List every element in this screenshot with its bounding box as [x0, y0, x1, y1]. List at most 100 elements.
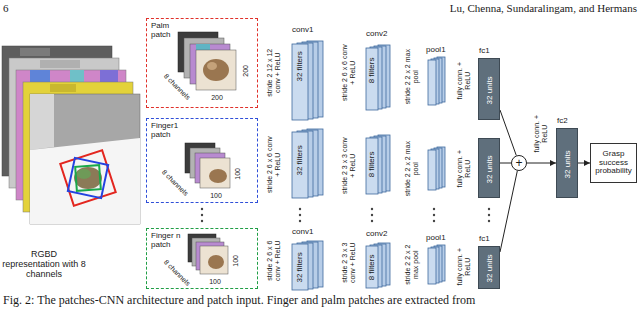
layer-name: conv1 — [292, 228, 334, 237]
ellipsis-dots — [201, 208, 490, 222]
rgbd-stack — [30, 94, 140, 224]
op-label: fully conn. + ReLU — [456, 140, 471, 196]
unit-count: 32 units — [564, 150, 573, 178]
layer-name: fc1 — [479, 235, 509, 244]
patch-size: 100 — [201, 192, 231, 200]
rgbd-stack — [2, 46, 140, 224]
finger-patch-image — [200, 158, 230, 188]
sum-node: + — [511, 155, 527, 171]
layer-name: pool1 — [426, 46, 456, 55]
ellipsis-dots — [299, 220, 301, 222]
ellipsis-dots — [488, 208, 490, 210]
running-head: Lu, Chenna, Sundaralingam, and Hermans — [330, 2, 637, 14]
unit-count: 32 units — [486, 76, 495, 104]
patch-box: Palm patch 8 channels 200 200 — [146, 18, 258, 108]
layer-name: conv1 — [292, 26, 334, 35]
finger-patch-image — [200, 246, 228, 274]
op-label: stride 2 3 x 3 conv + ReLU — [341, 135, 356, 195]
pool-slabs — [428, 60, 436, 105]
op-label: stride 2 6 x 6 conv + ReLU — [266, 134, 281, 194]
channel-count: 8 channels — [162, 258, 191, 287]
connector-line — [500, 163, 511, 164]
ellipsis-dots — [433, 220, 435, 222]
rgbd-stack — [50, 84, 76, 92]
ellipsis-dots — [299, 214, 301, 216]
rgbd-stack — [60, 150, 115, 205]
ellipsis-dots — [433, 208, 435, 210]
fc-layer: fc132 units — [478, 246, 500, 289]
ellipsis-dots — [371, 214, 373, 216]
filter-count: 8 filters — [368, 57, 377, 83]
filter-count: 32 filters — [296, 252, 305, 282]
op-label: stride 2 2 x 2 max pool — [404, 139, 419, 197]
pool-slabs — [428, 248, 436, 284]
patch-size: 200 — [242, 65, 250, 77]
pool-slabs — [428, 150, 436, 190]
layer-name: conv2 — [366, 230, 398, 239]
finger-patch-image — [185, 143, 230, 188]
conv-layer: conv2 8 filters — [364, 30, 398, 116]
filter-count: 32 filters — [296, 145, 305, 175]
patch-size: 100 — [232, 255, 240, 267]
unit-count: 32 units — [486, 155, 495, 183]
rgbd-stack — [68, 158, 108, 198]
connector-line — [578, 163, 590, 164]
filter-count: 32 filters — [296, 51, 305, 81]
palm-patch-image — [196, 44, 210, 50]
op-label: stride 2 12 x 12 conv + ReLU — [266, 42, 281, 102]
figure-caption: Fig. 2: The patches-CNN architecture and… — [3, 294, 475, 307]
patch-title: Palm patch — [151, 22, 185, 40]
conv-slabs — [292, 132, 308, 198]
op-label: stride 2 2 x 2 max pool — [404, 238, 419, 290]
op-label: fully conn. + ReLU — [533, 110, 548, 156]
layer-name: conv2 — [366, 30, 398, 39]
conv-slabs — [292, 44, 308, 120]
patch-size: 100 — [234, 168, 242, 180]
op-label: stride 2 6 x 6 conv + ReLU — [266, 234, 281, 286]
patch-title: Finger1 patch — [151, 122, 189, 140]
op-label: fully conn. + ReLU — [456, 52, 471, 108]
connector-line — [500, 110, 516, 155]
patch-size: 100 — [200, 278, 230, 286]
page-number: 6 — [3, 2, 23, 14]
channel-count: 8 channels — [162, 72, 191, 101]
conv-slabs — [366, 246, 378, 288]
layer-name: fc1 — [479, 47, 509, 56]
channel-count: 8 channels — [160, 168, 189, 197]
pool-slabs — [428, 57, 445, 284]
fc-layer: 32 units — [478, 138, 500, 198]
palm-patch-image — [207, 62, 217, 70]
filter-count: 8 filters — [368, 151, 377, 177]
filter-count: 8 filters — [368, 254, 377, 280]
conv-slabs — [366, 48, 378, 110]
patch-box: Finger n patch8 channels100100 — [146, 228, 258, 289]
conv-layer: conv2 8 filters — [364, 230, 398, 290]
output-box: Grasp success probability — [590, 143, 637, 183]
finger-patch-image — [209, 169, 227, 183]
ellipsis-dots — [201, 208, 203, 210]
op-label: stride 2 3 x 3 conv + ReLU — [341, 236, 356, 288]
conv-layer: conv1 32 filters — [290, 26, 334, 124]
connector-line — [500, 171, 517, 252]
image-caption: RGBD representation with 8 channels — [2, 250, 86, 280]
conv-slabs — [292, 41, 390, 290]
palm-patch-image — [178, 32, 236, 90]
ellipsis-dots — [488, 220, 490, 222]
op-label: stride 2 6 x 6 conv + ReLU — [341, 42, 356, 102]
rgbd-stack — [40, 60, 80, 68]
ellipsis-dots — [299, 208, 301, 210]
layer-name: pool1 — [426, 234, 456, 243]
fc-layer: fc132 units — [478, 58, 500, 120]
finger-patch-image — [188, 234, 228, 274]
rgbd-stack — [74, 167, 102, 189]
ellipsis-dots — [371, 208, 373, 210]
conv-slabs — [292, 244, 308, 290]
patch-size: 200 — [202, 94, 232, 102]
ellipsis-dots — [488, 214, 490, 216]
unit-count: 32 units — [486, 254, 495, 282]
rgbd-stack — [100, 70, 118, 82]
patch-box: Finger1 patch 8 channels 100 100 — [146, 118, 258, 203]
conv-layer: 8 filters — [364, 134, 398, 198]
